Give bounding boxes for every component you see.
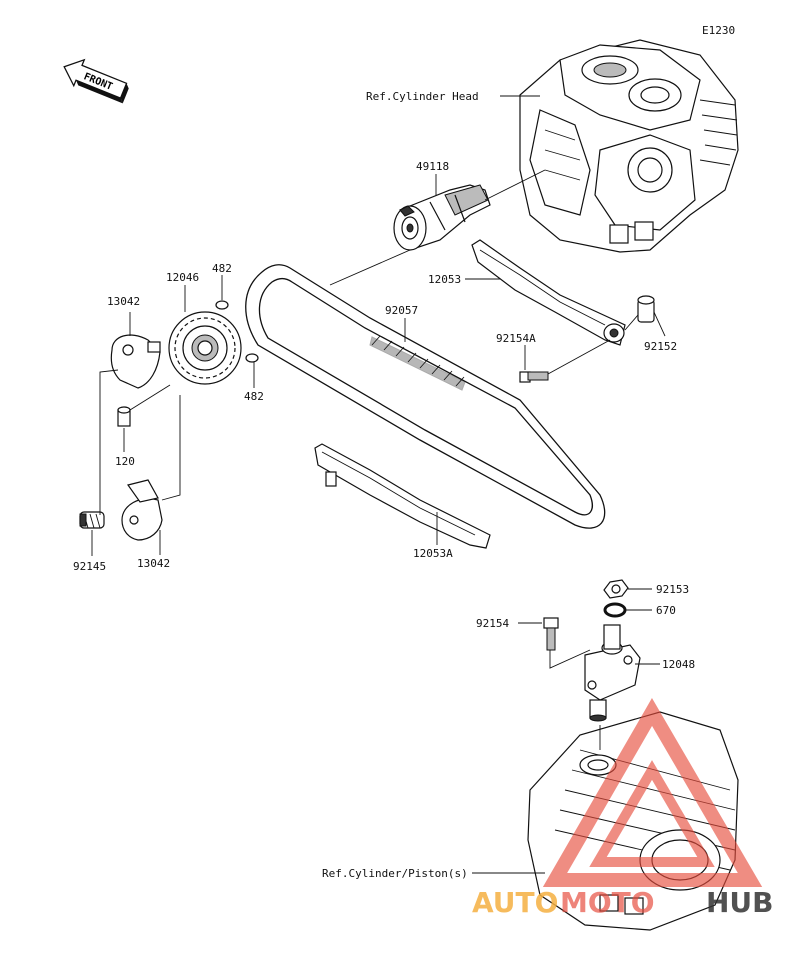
watermark-text-moto: MOTO — [560, 886, 655, 919]
bolt-120 — [117, 406, 131, 427]
part-670-label: 670 — [656, 604, 676, 617]
part-92154-label: 92154 — [476, 617, 509, 630]
cam-chain-tensioner — [584, 624, 641, 722]
part-13042-bottom-label: 13042 — [137, 557, 170, 570]
ref-cylinder-piston-label: Ref.Cylinder/Piston(s) — [322, 867, 468, 880]
part-12048-label: 12048 — [662, 658, 695, 671]
chain-guide — [314, 443, 491, 549]
front-arrow-icon: FRONT — [63, 58, 129, 104]
watermark-text-hub: HUB — [706, 886, 774, 919]
spring-92145 — [79, 511, 105, 529]
pin-482-top — [215, 300, 229, 310]
part-120-label: 120 — [115, 455, 135, 468]
ref-cylinder-head-label: Ref.Cylinder Head — [366, 90, 479, 103]
bolt-92154a — [519, 371, 549, 383]
diagram-code: E1230 — [702, 24, 735, 37]
cam-sprocket — [168, 311, 242, 385]
watermark-logo: AUTO MOTO HUB — [472, 698, 774, 919]
weight-13042-bottom — [121, 479, 163, 541]
part-482-top-label: 482 — [212, 262, 232, 275]
part-12053a-label: 12053A — [413, 547, 453, 560]
collar-92152 — [637, 295, 655, 323]
cam-chain — [245, 264, 606, 529]
part-92145-label: 92145 — [73, 560, 106, 573]
nut-92153 — [603, 579, 629, 599]
washer-670 — [603, 602, 627, 618]
camshaft — [393, 184, 491, 251]
part-49118-label: 49118 — [416, 160, 449, 173]
pin-482-bottom — [245, 353, 259, 363]
watermark-text-auto: AUTO — [472, 886, 558, 919]
bolt-92154 — [543, 617, 559, 651]
part-12053-label: 12053 — [428, 273, 461, 286]
weight-13042-top — [110, 334, 161, 389]
part-482-bottom-label: 482 — [244, 390, 264, 403]
part-92153-label: 92153 — [656, 583, 689, 596]
part-12046-label: 12046 — [166, 271, 199, 284]
cylinder-head — [519, 39, 739, 253]
part-13042-top-label: 13042 — [107, 295, 140, 308]
part-92154a-label: 92154A — [496, 332, 536, 345]
part-92152-label: 92152 — [644, 340, 677, 353]
chain-tensioner-guide — [471, 239, 626, 346]
part-92057-label: 92057 — [385, 304, 418, 317]
